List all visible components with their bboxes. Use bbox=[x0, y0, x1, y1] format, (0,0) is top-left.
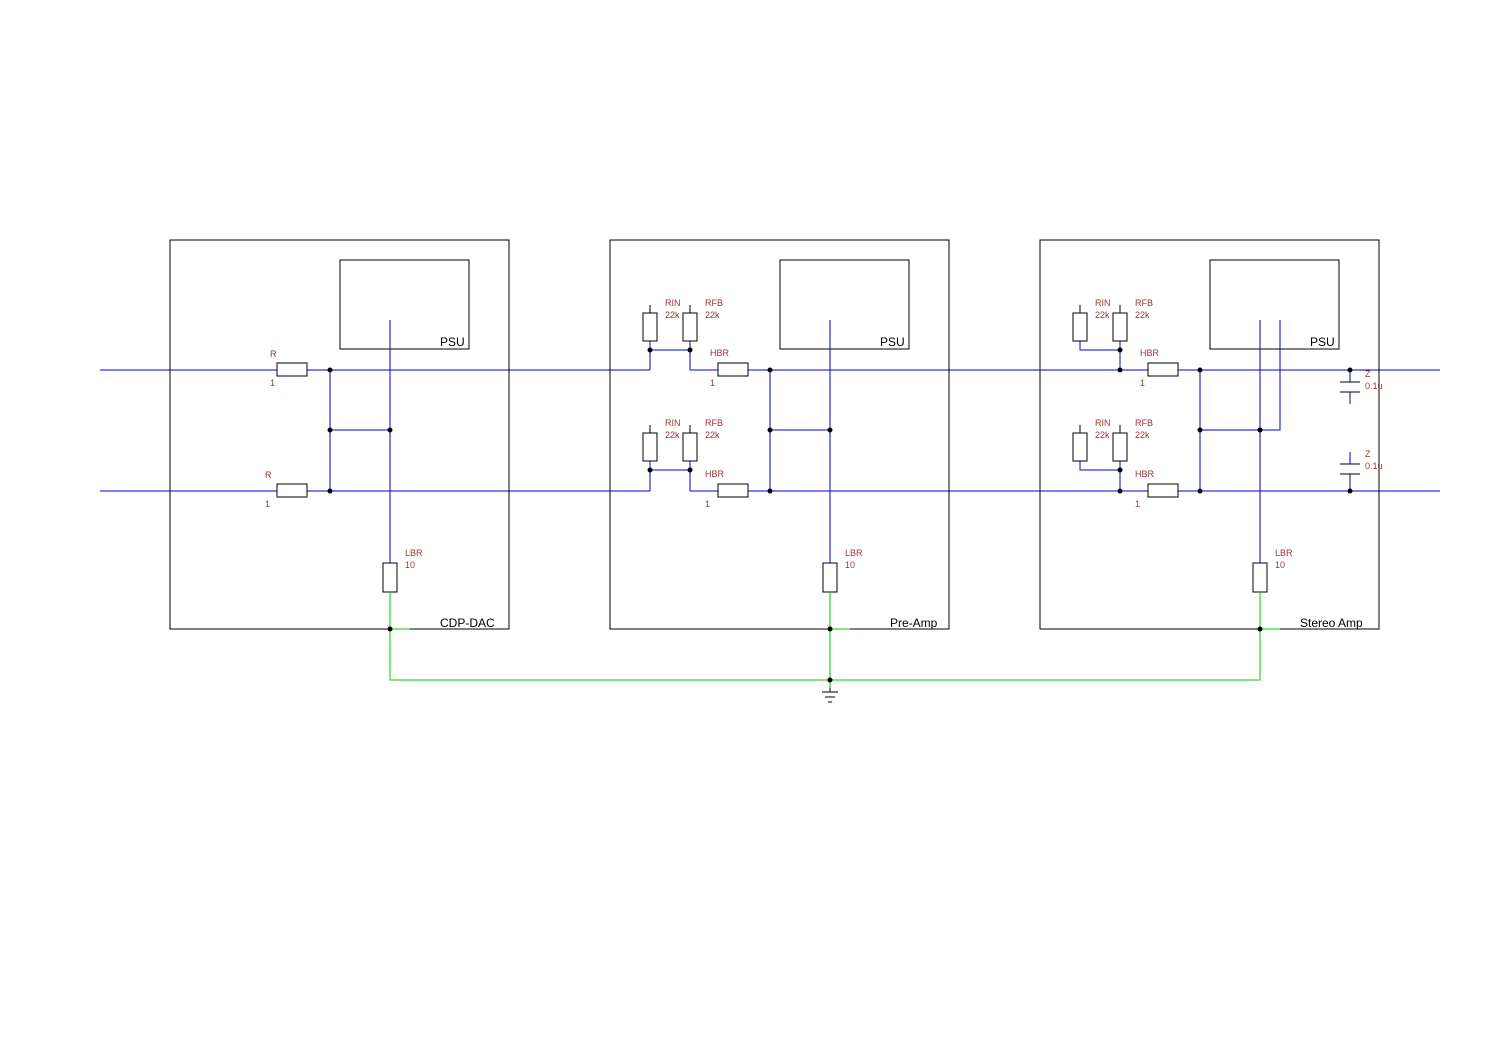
component-name: RFB bbox=[1135, 418, 1153, 428]
resistor-rfb-top bbox=[682, 312, 698, 342]
component-value: 10 bbox=[405, 560, 415, 570]
component-name: HBR bbox=[705, 469, 725, 479]
psu-label: PSU bbox=[880, 335, 905, 349]
resistor-hbr-bottom bbox=[1147, 483, 1179, 498]
psu-cdp-dac bbox=[339, 259, 470, 350]
resistor-r-top bbox=[276, 362, 308, 377]
component-value: 1 bbox=[705, 499, 710, 509]
resistor-rfb-bottom bbox=[1112, 432, 1128, 462]
component-name: LBR bbox=[845, 548, 863, 558]
component-value: 0.1u bbox=[1365, 461, 1383, 471]
component-name: RIN bbox=[665, 298, 681, 308]
resistor-lbr-cdp bbox=[382, 562, 398, 593]
component-name: HBR bbox=[710, 348, 730, 358]
component-value: 10 bbox=[845, 560, 855, 570]
resistor-hbr-top bbox=[1147, 362, 1179, 377]
resistor-rfb-bottom bbox=[682, 432, 698, 462]
component-value: 22k bbox=[705, 430, 720, 440]
component-name: RFB bbox=[705, 418, 723, 428]
block-cdp-dac bbox=[169, 239, 510, 630]
component-name: HBR bbox=[1135, 469, 1155, 479]
component-value: 22k bbox=[1135, 310, 1150, 320]
resistor-hbr-bottom bbox=[717, 483, 749, 498]
resistor-rin-bottom bbox=[1072, 432, 1088, 462]
junction-dots bbox=[327, 347, 1353, 683]
component-name: LBR bbox=[1275, 548, 1293, 558]
component-value: 22k bbox=[665, 430, 680, 440]
component-value: 22k bbox=[1095, 430, 1110, 440]
component-name: RFB bbox=[1135, 298, 1153, 308]
component-value: 1 bbox=[1140, 378, 1145, 388]
component-value: 1 bbox=[265, 499, 270, 509]
component-name: R bbox=[265, 470, 272, 480]
component-name: RFB bbox=[705, 298, 723, 308]
block-label-pre-amp: Pre-Amp bbox=[890, 616, 938, 630]
psu-pre-amp bbox=[779, 259, 910, 350]
signal-wires bbox=[100, 320, 1440, 563]
ground-symbol-icon bbox=[822, 688, 838, 703]
resistor-rin-bottom bbox=[642, 432, 658, 462]
component-name: RIN bbox=[1095, 298, 1111, 308]
resistor-lbr-pre bbox=[822, 562, 838, 593]
component-value: 1 bbox=[1135, 499, 1140, 509]
component-value: 0.1u bbox=[1365, 381, 1383, 391]
component-value: 22k bbox=[1095, 310, 1110, 320]
component-name: RIN bbox=[665, 418, 681, 428]
block-pre-amp bbox=[609, 239, 950, 630]
resistor-r-bottom bbox=[276, 483, 308, 498]
component-value: 10 bbox=[1275, 560, 1285, 570]
resistor-rin-top bbox=[1072, 312, 1088, 342]
component-value: 1 bbox=[710, 378, 715, 388]
psu-label: PSU bbox=[1310, 335, 1335, 349]
psu-label: PSU bbox=[440, 335, 465, 349]
component-name: LBR bbox=[405, 548, 423, 558]
component-name: R bbox=[270, 349, 277, 359]
capacitor-z-bottom bbox=[1340, 463, 1360, 475]
component-value: 22k bbox=[705, 310, 720, 320]
resistor-rin-top bbox=[642, 312, 658, 342]
component-name: Z bbox=[1365, 369, 1371, 379]
block-label-stereo-amp: Stereo Amp bbox=[1300, 616, 1363, 630]
component-value: 1 bbox=[270, 378, 275, 388]
ground-wires bbox=[389, 592, 1280, 688]
component-value: 22k bbox=[665, 310, 680, 320]
component-name: Z bbox=[1365, 449, 1371, 459]
psu-stereo-amp bbox=[1209, 259, 1340, 350]
block-stereo-amp bbox=[1039, 239, 1380, 630]
resistor-hbr-top bbox=[717, 362, 749, 377]
component-value: 22k bbox=[1135, 430, 1150, 440]
block-label-cdp-dac: CDP-DAC bbox=[440, 616, 495, 630]
resistor-rfb-top bbox=[1112, 312, 1128, 342]
component-name: HBR bbox=[1140, 348, 1160, 358]
component-name: RIN bbox=[1095, 418, 1111, 428]
capacitor-z-top bbox=[1340, 381, 1360, 393]
resistor-lbr-amp bbox=[1252, 562, 1268, 593]
